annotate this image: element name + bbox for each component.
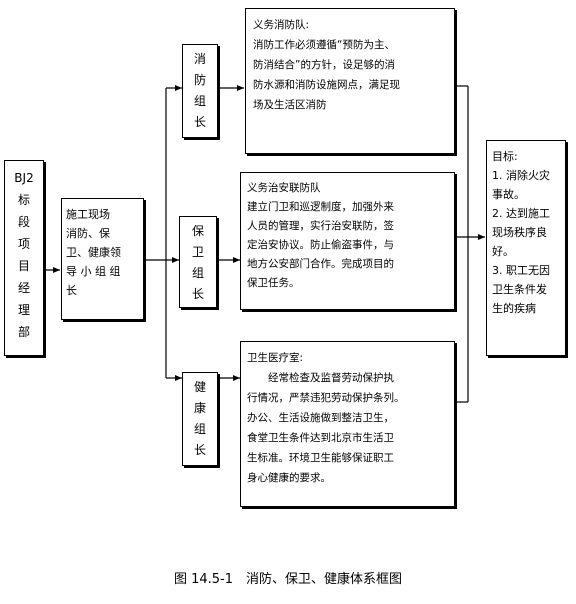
fire-team-box: 义务消防队: 消防工作必须遵循“预防为主、 防消结合”的方针，设足够的消 防水源… (245, 8, 455, 154)
clinic-box: 卫生医疗室: 经常检查及监督劳动保护执 行情况，严禁违犯劳动保护条列。 办公、生… (240, 341, 455, 507)
fire-leader-label: 消 防 组 长 (193, 52, 206, 129)
goals-box: 目标: 1. 消除火灾 事故。 2. 达到施工 现场秩序良 好。 3. 职工无因… (486, 140, 566, 356)
fire-team-text: 义务消防队: 消防工作必须遵循“预防为主、 防消结合”的方针，设足够的消 防水源… (253, 19, 400, 111)
goals-text: 目标: 1. 消除火灾 事故。 2. 达到施工 现场秩序良 好。 3. 职工无因… (492, 150, 550, 315)
security-leader-box: 保 卫 组 长 (179, 216, 217, 308)
health-leader-label: 健 康 组 长 (193, 380, 206, 457)
security-leader-label: 保 卫 组 长 (191, 224, 204, 301)
site-leader-box: 施工现场 消防、保 卫、健康领 导 小 组 组 长 (61, 198, 144, 320)
figure-caption: 图 14.5-1 消防、保卫、健康体系框图 (173, 572, 403, 587)
fire-leader-box: 消 防 组 长 (182, 44, 218, 138)
clinic-text: 卫生医疗室: 经常检查及监督劳动保护执 行情况，严禁违犯劳动保护条列。 办公、生… (247, 352, 405, 484)
site-leader-label: 施工现场 消防、保 卫、健康领 导 小 组 组 长 (66, 208, 121, 297)
project-manager-label: BJ2 标 段 项 目 经 理 部 (14, 171, 34, 339)
security-team-box: 义务治安联防队 建立门卫和巡逻制度，加强外来 人员的管理，实行治安联防，签 定治… (240, 172, 455, 310)
security-team-text: 义务治安联防队 建立门卫和巡逻制度，加强外来 人员的管理，实行治安联防，签 定治… (247, 182, 394, 289)
project-manager-box: BJ2 标 段 项 目 经 理 部 (4, 160, 44, 356)
health-leader-box: 健 康 组 长 (182, 372, 218, 466)
